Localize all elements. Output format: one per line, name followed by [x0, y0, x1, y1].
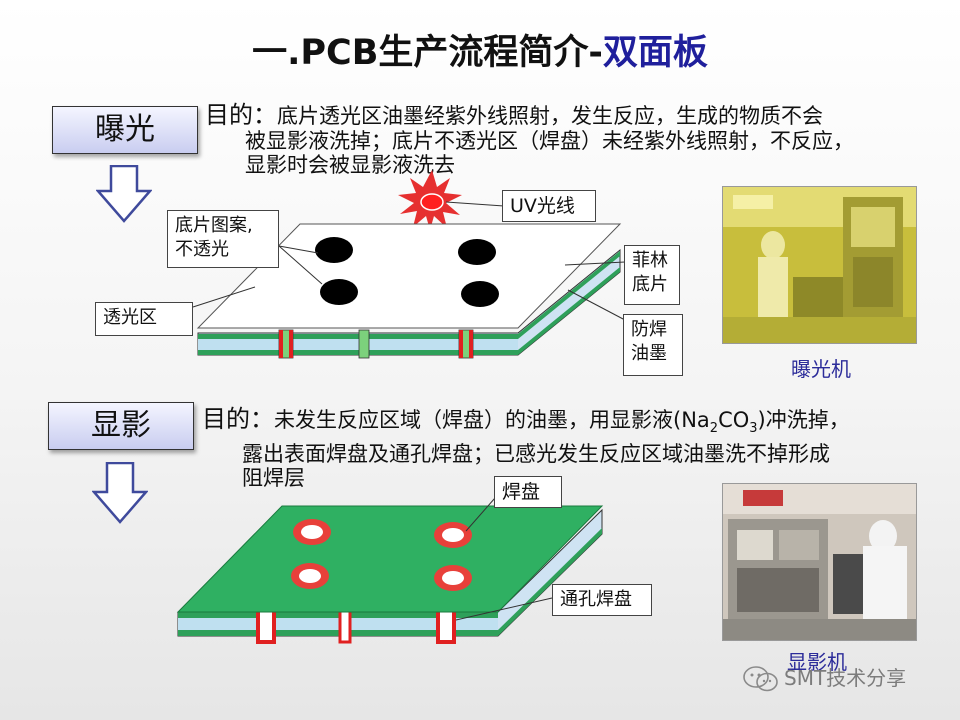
uv-light-icon	[398, 170, 462, 230]
callout-film-line2: 底片	[632, 274, 668, 295]
developing-purpose-line1-c: )冲洗掉，	[757, 408, 850, 432]
step-developing-label: 显影	[48, 402, 194, 450]
callout-clear-area: 透光区	[95, 302, 193, 336]
callout-pad-text: 焊盘	[502, 481, 541, 503]
developing-machine-photo	[722, 483, 917, 641]
callout-film-pattern-line2: 不透光	[175, 239, 229, 260]
callout-via-pad-text: 通孔焊盘	[560, 589, 632, 610]
exposure-machine-photo	[722, 186, 917, 344]
developing-machine-caption: 显影机	[787, 650, 847, 674]
callout-clear-area-text: 透光区	[103, 307, 157, 328]
exposure-purpose: 目的：底片透光区油墨经紫外线照射，发生反应，生成的物质不会 被显影液洗掉；底片不…	[205, 103, 854, 178]
title-main: 一.PCB生产流程简介-	[252, 33, 603, 73]
callout-uv-light: UV光线	[502, 190, 596, 222]
developing-purpose-line2: 露出表面焊盘及通孔焊盘；已感光发生反应区域油墨洗不掉形成	[242, 441, 830, 466]
callout-via-pad: 通孔焊盘	[552, 584, 652, 616]
watermark-text: SMT技术分享	[784, 666, 907, 690]
exposure-purpose-line3: 显影时会被显影液洗去	[245, 153, 455, 177]
step-exposure-label: 曝光	[52, 106, 198, 154]
developing-purpose-sub1: 2	[709, 421, 719, 437]
developing-purpose-line1-a: 未发生反应区域（焊盘）的油墨，用显影液(Na	[274, 408, 710, 432]
callout-film-pattern-line1: 底片图案,	[175, 215, 253, 236]
solder-mask-surface	[176, 505, 604, 613]
down-arrow-icon	[92, 462, 148, 524]
title-highlight: 双面板	[602, 33, 708, 73]
developing-purpose-sub2: 3	[749, 421, 758, 437]
exposure-purpose-line1: 底片透光区油墨经紫外线照射，发生反应，生成的物质不会	[277, 104, 823, 128]
callout-film-pattern: 底片图案, 不透光	[167, 210, 279, 268]
exposure-machine-caption: 曝光机	[791, 357, 851, 381]
down-arrow-icon	[96, 165, 152, 223]
callout-uv-light-text: UV光线	[510, 195, 575, 217]
exposure-purpose-lead: 目的：	[205, 101, 277, 129]
developed-board-layers	[177, 508, 603, 644]
wechat-icon	[743, 666, 778, 692]
callout-solder-mask-line1: 防焊	[631, 319, 667, 340]
developing-purpose-line3: 阻焊层	[242, 466, 305, 491]
page-title: 一.PCB生产流程简介-双面板	[0, 24, 960, 75]
callout-pad: 焊盘	[494, 476, 562, 508]
callout-film-line1: 菲林	[632, 250, 668, 271]
developing-purpose-line1-b: CO	[718, 408, 750, 432]
exposure-purpose-line2: 被显影液洗掉；底片不透光区（焊盘）未经紫外线照射，不反应，	[245, 128, 854, 153]
callout-film: 菲林 底片	[624, 245, 680, 305]
film-opaque-pattern	[315, 237, 499, 307]
developing-purpose-lead: 目的：	[202, 405, 274, 433]
exposure-board-layers	[197, 248, 621, 359]
exposed-pads	[291, 519, 472, 591]
callout-solder-mask-line2: 油墨	[631, 343, 667, 364]
callout-solder-mask: 防焊 油墨	[623, 314, 683, 376]
developing-purpose: 目的：未发生反应区域（焊盘）的油墨，用显影液(Na2CO3)冲洗掉， 露出表面焊…	[202, 407, 850, 491]
